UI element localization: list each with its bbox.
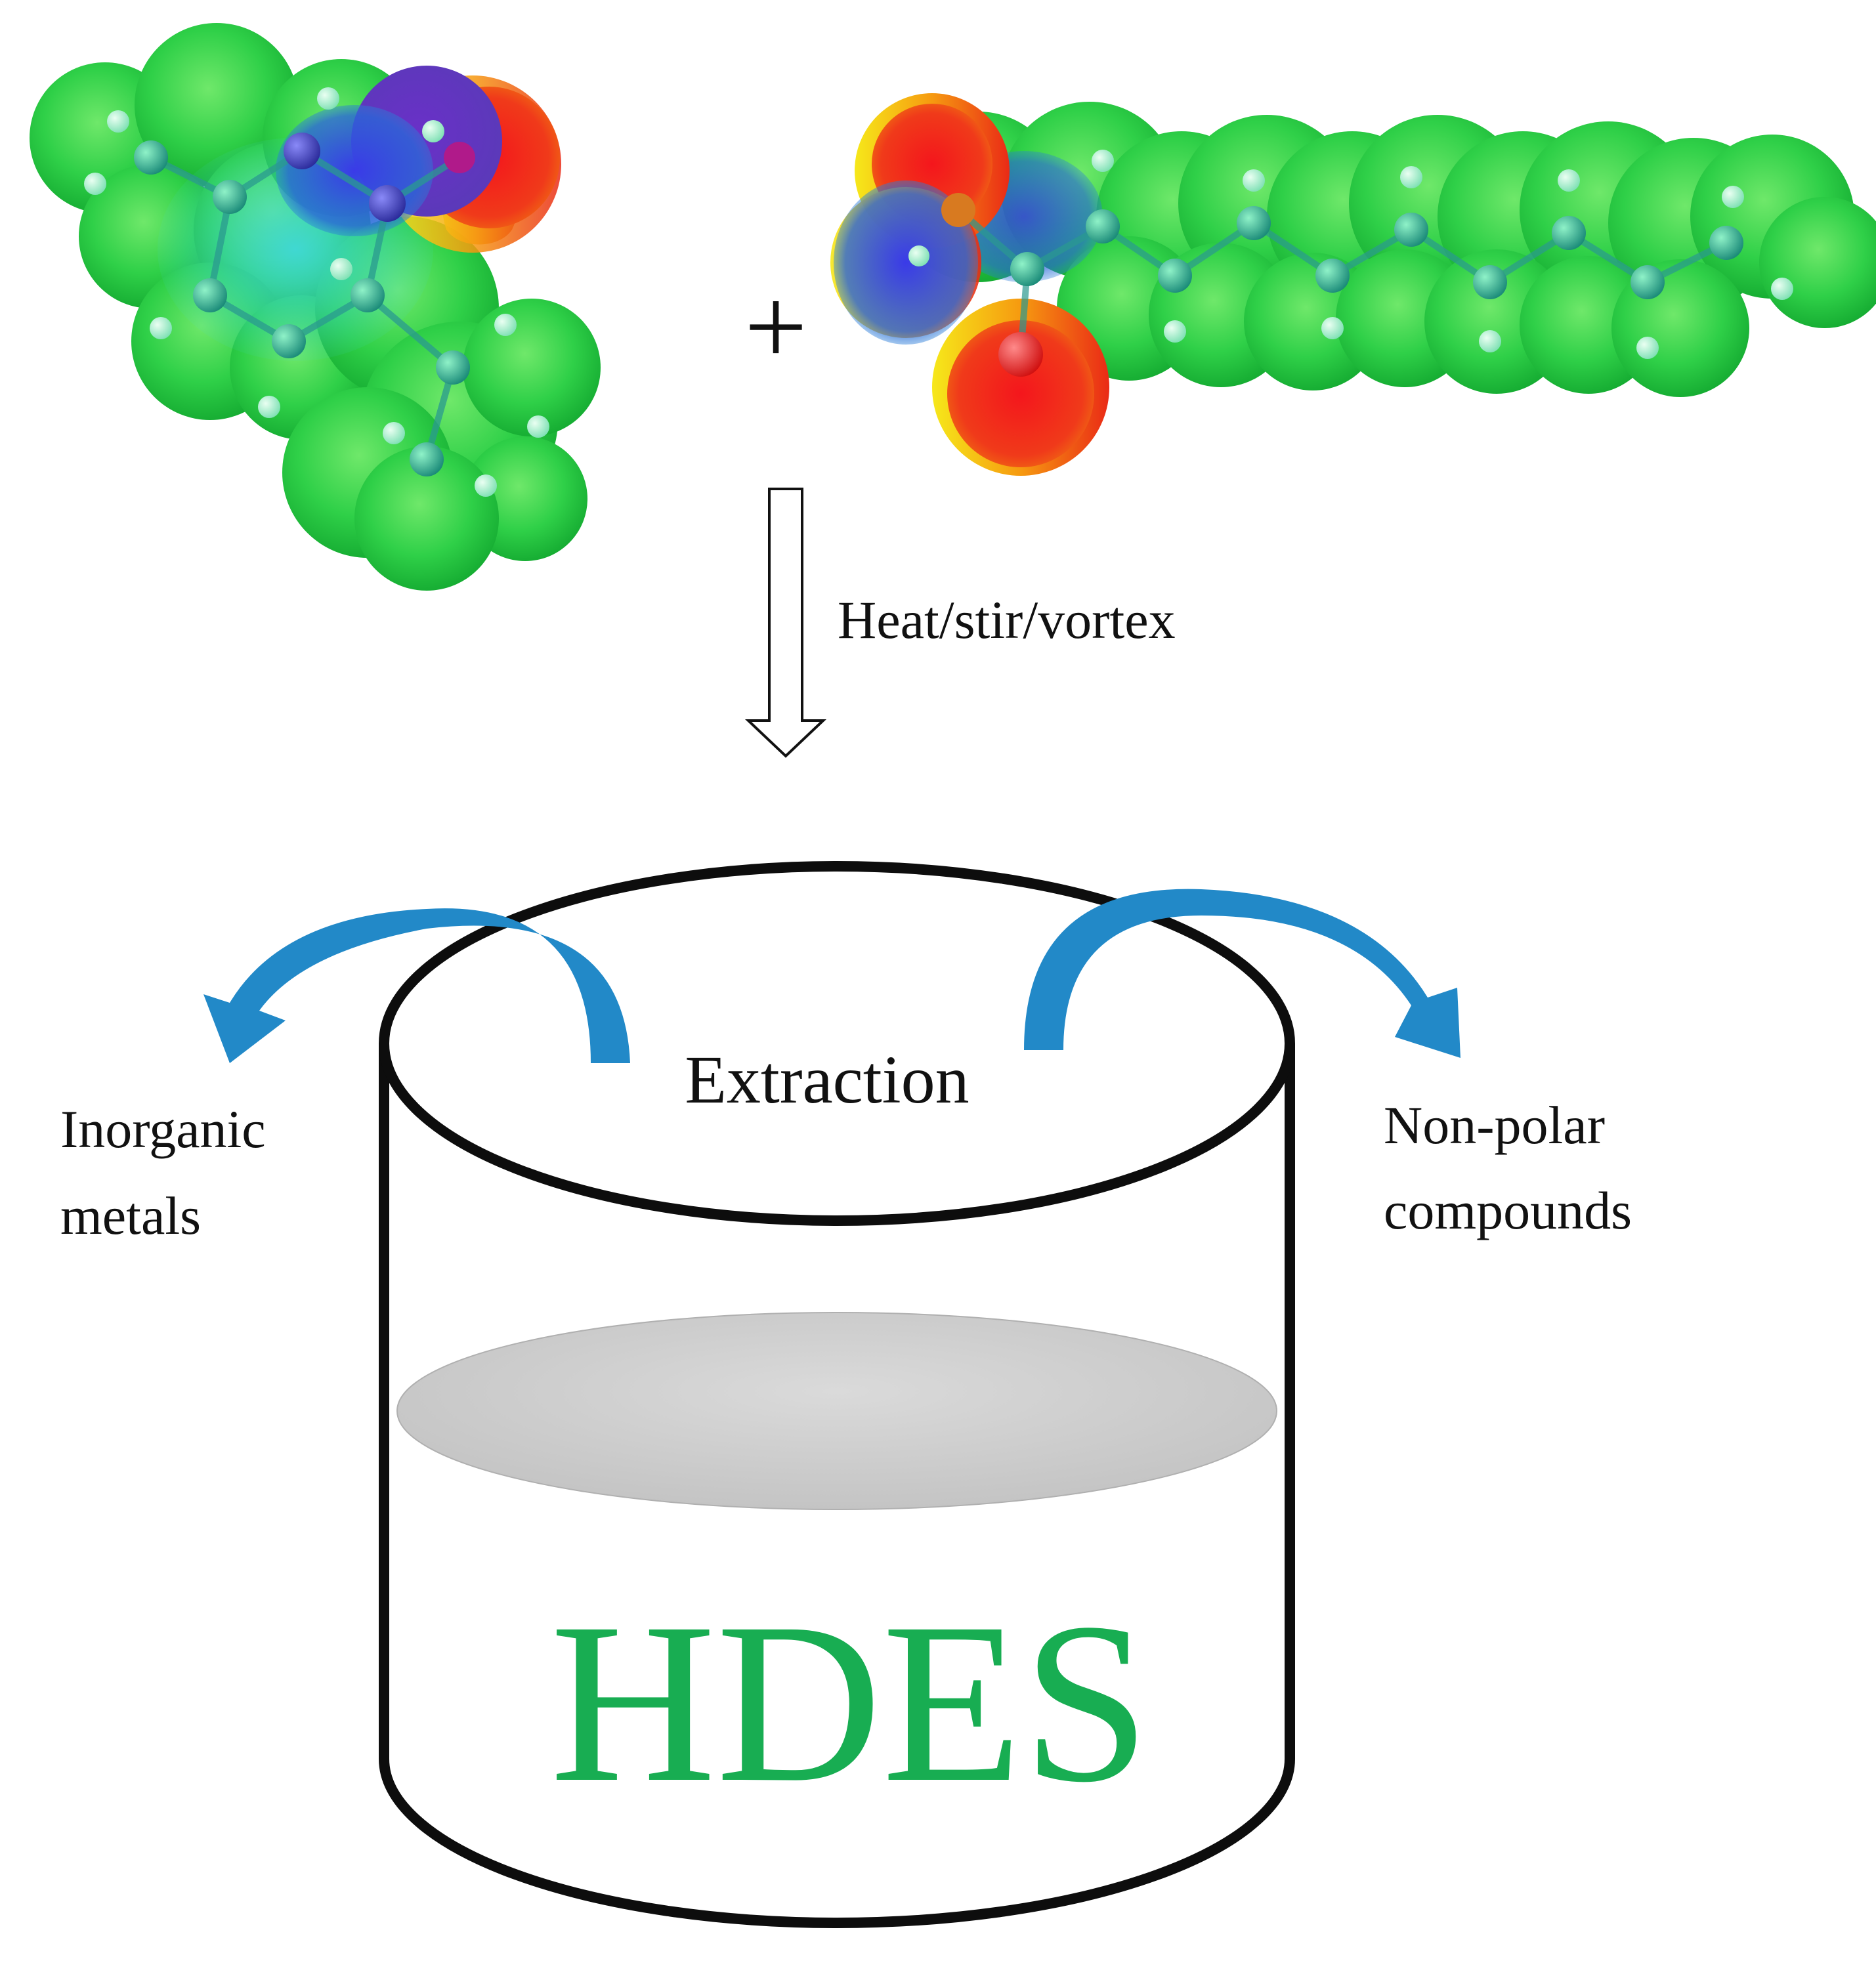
molecule-right-icon [830, 93, 1876, 476]
right-surface-blue-zone [834, 180, 978, 345]
left-surface-blue-zone [276, 105, 433, 236]
extraction-label: Extraction [685, 1042, 969, 1118]
phase-layer [396, 1312, 1277, 1510]
left-output-label: Inorganic metals [60, 1099, 279, 1246]
plus-sign: + [744, 265, 807, 389]
container-cylinder-icon [379, 861, 1295, 1928]
product-label: HDES [550, 1575, 1150, 1830]
molecule-left-icon [30, 23, 601, 591]
right-output-line-2: compounds [1384, 1181, 1632, 1240]
process-label: Heat/stir/vortex [838, 590, 1176, 650]
left-flow-arrow-icon [203, 908, 630, 1063]
right-output-label: Non-polar compounds [1384, 1095, 1632, 1240]
right-flow-arrow-icon [1024, 889, 1460, 1058]
left-output-line-2: metals [60, 1186, 201, 1246]
process-arrow-icon [744, 488, 827, 758]
left-molecule-atoms [84, 87, 549, 497]
left-output-line-1: Inorganic [60, 1099, 266, 1159]
right-output-line-1: Non-polar [1384, 1095, 1605, 1155]
right-surface-red-bottom [947, 320, 1094, 467]
right-molecule-atoms [908, 150, 1793, 377]
